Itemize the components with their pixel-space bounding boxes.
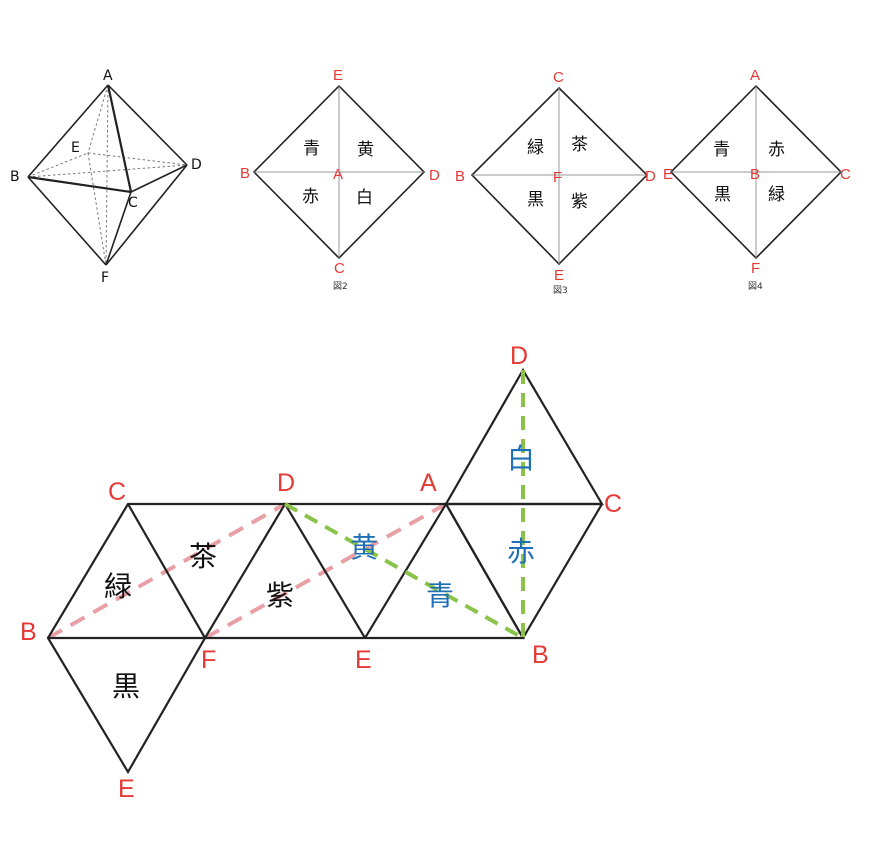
- net-label-d-top: D: [510, 342, 528, 370]
- octa-label-a: A: [103, 68, 113, 84]
- fig4-cell-top-left: 青: [713, 140, 730, 160]
- net-label-b-right: B: [532, 641, 549, 669]
- fig3-label-right: D: [645, 168, 656, 185]
- fig4-caption: 図4: [748, 281, 763, 292]
- fig3-caption: 図3: [553, 285, 568, 296]
- octa-label-e: E: [71, 140, 80, 156]
- fig2-cell-bottom-right: 白: [356, 188, 373, 208]
- fig2-label-bottom: C: [334, 260, 345, 277]
- edge-ac: [106, 84, 133, 193]
- fig4-label-bottom: F: [751, 260, 760, 277]
- net-edge-a-b: [445, 503, 524, 639]
- edge-ab: [27, 84, 109, 178]
- net-edge-b-c: [522, 503, 603, 639]
- edge-df: [105, 164, 188, 266]
- edge-bc: [27, 175, 132, 194]
- edge-cd: [130, 164, 188, 193]
- fig3-label-bottom: E: [554, 267, 564, 284]
- net-label-e-bottom: E: [118, 775, 135, 803]
- figure-4: A E B C F 青 赤 黒 緑 図4: [663, 67, 851, 292]
- fig4-label-right: C: [840, 166, 851, 183]
- fig4-cell-bottom-left: 黒: [714, 185, 731, 205]
- fig3-label-center: F: [553, 169, 562, 186]
- fig3-cell-bottom-right: 紫: [571, 192, 588, 212]
- net-green-dash-d-b: [284, 502, 524, 640]
- octa-label-f: F: [101, 270, 109, 286]
- hidden-edge-ef: [87, 152, 107, 266]
- hidden-edge-be: [27, 152, 89, 178]
- net-label-c-right: C: [604, 490, 622, 518]
- edge-bf: [27, 176, 107, 266]
- fig2-cell-top-left: 青: [303, 139, 320, 159]
- figure-2: E B A D C 青 黄 赤 白 図2: [240, 67, 440, 292]
- net-face-green: 緑: [104, 570, 132, 603]
- net-face-black: 黒: [112, 670, 140, 703]
- net-face-red: 赤: [507, 535, 535, 568]
- fig4-cell-bottom-right: 緑: [768, 185, 785, 205]
- net-face-brown: 茶: [189, 540, 217, 573]
- fig3-label-top: C: [553, 69, 564, 86]
- net-face-purple: 紫: [266, 579, 294, 612]
- figure-3: C B F D E 緑 茶 黒 紫 図3: [455, 69, 656, 296]
- fig2-label-center: A: [333, 166, 343, 183]
- fig4-label-center: B: [750, 166, 760, 183]
- fig2-caption: 図2: [333, 281, 348, 292]
- net-label-a-top: A: [420, 469, 437, 497]
- fig2-label-top: E: [333, 67, 343, 84]
- fig3-cell-top-left: 緑: [527, 138, 544, 158]
- fig2-label-left: B: [240, 165, 250, 182]
- edge-ad: [107, 84, 188, 166]
- fig2-cell-top-right: 黄: [357, 140, 374, 160]
- hidden-edge-ed: [87, 152, 188, 166]
- net-label-f: F: [201, 646, 216, 674]
- hidden-edge-ae: [87, 84, 109, 154]
- fig2-label-right: D: [429, 167, 440, 184]
- fig3-cell-bottom-left: 黒: [527, 190, 544, 210]
- net-edge-f-d: [204, 503, 286, 639]
- net-label-d-mid: D: [277, 469, 295, 497]
- octahedron-net: C D A D C B F E B E 緑 茶 紫 黄 青 白 赤 黒: [20, 342, 622, 803]
- net-edge-e-a: [364, 503, 447, 639]
- net-label-b-left: B: [20, 618, 37, 646]
- fig4-label-top: A: [750, 67, 760, 84]
- net-face-yellow: 黄: [350, 531, 378, 564]
- octa-label-d: D: [191, 157, 202, 173]
- hidden-edge-bd: [27, 164, 188, 178]
- net-face-white: 白: [507, 442, 535, 475]
- net-face-blue: 青: [426, 579, 454, 612]
- net-label-e-mid: E: [355, 646, 372, 674]
- fig3-label-left: B: [455, 168, 465, 185]
- octahedron-figure: A B C D E F: [10, 68, 202, 286]
- fig4-label-left: E: [663, 166, 673, 183]
- octa-label-c: C: [128, 195, 138, 211]
- edge-cf: [105, 191, 132, 266]
- fig4-cell-top-right: 赤: [768, 140, 785, 160]
- net-edge-d-e: [284, 503, 366, 639]
- fig3-cell-top-right: 茶: [571, 135, 588, 155]
- hidden-edge-af: [105, 84, 109, 266]
- net-edge-c-f: [127, 503, 206, 639]
- fig2-cell-bottom-left: 赤: [302, 187, 319, 207]
- net-label-c-left: C: [108, 478, 126, 506]
- octa-label-b: B: [10, 169, 20, 185]
